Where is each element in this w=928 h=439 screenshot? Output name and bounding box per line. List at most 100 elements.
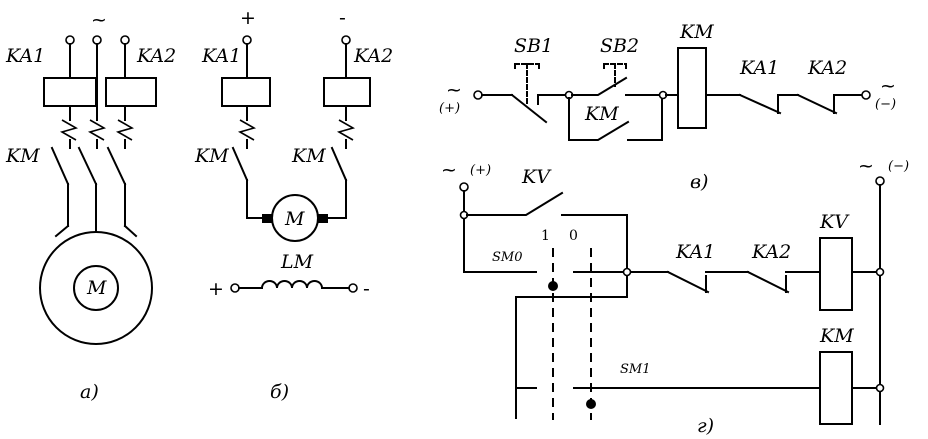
brush-right-b xyxy=(318,214,328,223)
sb1-actuator xyxy=(514,63,540,105)
sb2-contact xyxy=(571,76,628,96)
thermal-leads-a xyxy=(69,139,126,149)
contact-label-ka1-g: KA1 xyxy=(675,241,715,263)
ka1-contact-g xyxy=(666,270,710,294)
button-label-sb2: SB2 xyxy=(600,35,639,57)
sink-ac-v: ~ xyxy=(880,75,896,97)
contact-label-km-a: KM xyxy=(5,145,40,167)
winding-terminal-right-b xyxy=(348,283,358,293)
thermal-elements-b xyxy=(237,119,356,141)
contact-label-km-b-left: KM xyxy=(194,145,229,167)
minus-sign-b: - xyxy=(339,7,346,29)
panel-v: ~ (+) SB1 SB2 KM KM KA1 KA2 ~ xyxy=(439,21,896,193)
terminal-a-1 xyxy=(65,35,75,45)
seal-km-return xyxy=(627,97,663,141)
junction-g-3 xyxy=(875,267,885,277)
relay-label-ka1-a: KA1 xyxy=(5,45,45,67)
sm1-branch xyxy=(515,274,628,419)
sink-terminal-v xyxy=(861,90,871,100)
coil-km-label-g: KM xyxy=(819,325,854,347)
motor-rotor-a xyxy=(73,265,119,311)
sb2-actuator xyxy=(603,63,627,87)
junction-g-4 xyxy=(875,383,885,393)
caption-v: в) xyxy=(690,171,708,193)
contact-label-ka1-v: KA1 xyxy=(739,57,779,79)
switch-label-sm1: SM1 xyxy=(620,362,651,377)
contact-label-km-b-right: KM xyxy=(291,145,326,167)
field-winding-b xyxy=(260,280,324,290)
position-1-g: 1 xyxy=(541,228,550,244)
relay-box-ka2-b xyxy=(323,77,371,107)
terminal-minus-b xyxy=(341,35,351,45)
panel-g: ~ (+) KV 1 0 SM0 SM1 KA1 KA2 KV xyxy=(441,155,909,437)
switch-label-kv: KV xyxy=(521,166,552,188)
relay-leads-b xyxy=(246,105,347,121)
ka2-contact-v xyxy=(796,93,838,115)
ka2-contact-g xyxy=(746,270,790,294)
motor-stator-a xyxy=(39,231,153,345)
sink-terminal-g xyxy=(875,176,885,186)
motor-armature-b xyxy=(271,194,319,242)
source-ac-v: ~ xyxy=(446,79,462,101)
sm1-mark xyxy=(586,399,596,409)
terminal-plus-b xyxy=(242,35,252,45)
position-0-g: 0 xyxy=(569,228,578,244)
switch-label-sm0: SM0 xyxy=(492,250,523,265)
source-dc-g: (+) xyxy=(470,163,491,178)
motor-lead-ends-a xyxy=(54,224,138,238)
motor-label-a: M xyxy=(86,277,107,299)
contact-label-ka2-v: KA2 xyxy=(807,57,847,79)
source-terminal-v xyxy=(473,90,483,100)
coil-kv-label: KV xyxy=(819,211,850,233)
caption-b: б) xyxy=(270,381,289,403)
plus-sign-b: + xyxy=(240,7,256,29)
source-ac-g: ~ xyxy=(441,159,457,181)
coil-km-v xyxy=(677,47,707,129)
relay-box-ka2-a xyxy=(105,77,157,107)
kv-contact xyxy=(466,191,564,216)
seal-km-contact xyxy=(568,97,630,141)
source-terminal-g xyxy=(459,182,469,192)
ka1-contact-v xyxy=(738,93,782,115)
relay-label-ka1-b: KA1 xyxy=(201,45,241,67)
supply-symbol-a: ~ xyxy=(91,9,107,31)
motor-leads-a xyxy=(67,183,126,233)
caption-a: а) xyxy=(80,381,99,403)
coil-km-g xyxy=(819,351,853,425)
winding-plus-b: + xyxy=(208,278,224,300)
junction-g-2 xyxy=(622,267,632,277)
km-contacts-a xyxy=(50,146,127,186)
relay-box-ka1-b xyxy=(221,77,271,107)
relay-leads-a xyxy=(69,105,126,121)
coil-return-wires xyxy=(851,271,877,389)
supply-wires-b xyxy=(246,43,347,79)
relay-label-ka2-a: KA2 xyxy=(136,45,176,67)
armature-leads-b xyxy=(246,179,347,219)
contact-label-ka2-g: KA2 xyxy=(751,241,791,263)
thermal-leads-b xyxy=(246,139,347,149)
panel-b: + - KA1 KA2 KM KM M LM + - б) xyxy=(194,7,393,403)
winding-minus-b: - xyxy=(363,278,370,300)
sm0-mark xyxy=(548,281,558,291)
seal-km-label: KM xyxy=(584,103,619,125)
coil-kv-g xyxy=(819,237,853,311)
kv-contact-out xyxy=(561,214,628,273)
relay-box-ka1-a xyxy=(43,77,97,107)
source-dc-v: (+) xyxy=(439,101,460,116)
thermal-elements-a xyxy=(59,119,135,141)
sink-dc-v: (−) xyxy=(875,97,896,112)
button-label-sb1: SB1 xyxy=(514,35,553,57)
motor-label-b: M xyxy=(284,208,305,230)
winding-label-b: LM xyxy=(280,251,314,273)
sink-dc-g: (−) xyxy=(888,159,909,174)
winding-terminal-left-b xyxy=(230,283,240,293)
km-contacts-b xyxy=(231,146,348,182)
sb1-contact xyxy=(510,93,548,124)
panel-a: ~ KA1 KA2 KM M а) xyxy=(5,9,176,403)
coil-km-label-v: KM xyxy=(679,21,714,43)
relay-label-ka2-b: KA2 xyxy=(353,45,393,67)
terminal-a-3 xyxy=(120,35,130,45)
brush-left-b xyxy=(262,214,272,223)
